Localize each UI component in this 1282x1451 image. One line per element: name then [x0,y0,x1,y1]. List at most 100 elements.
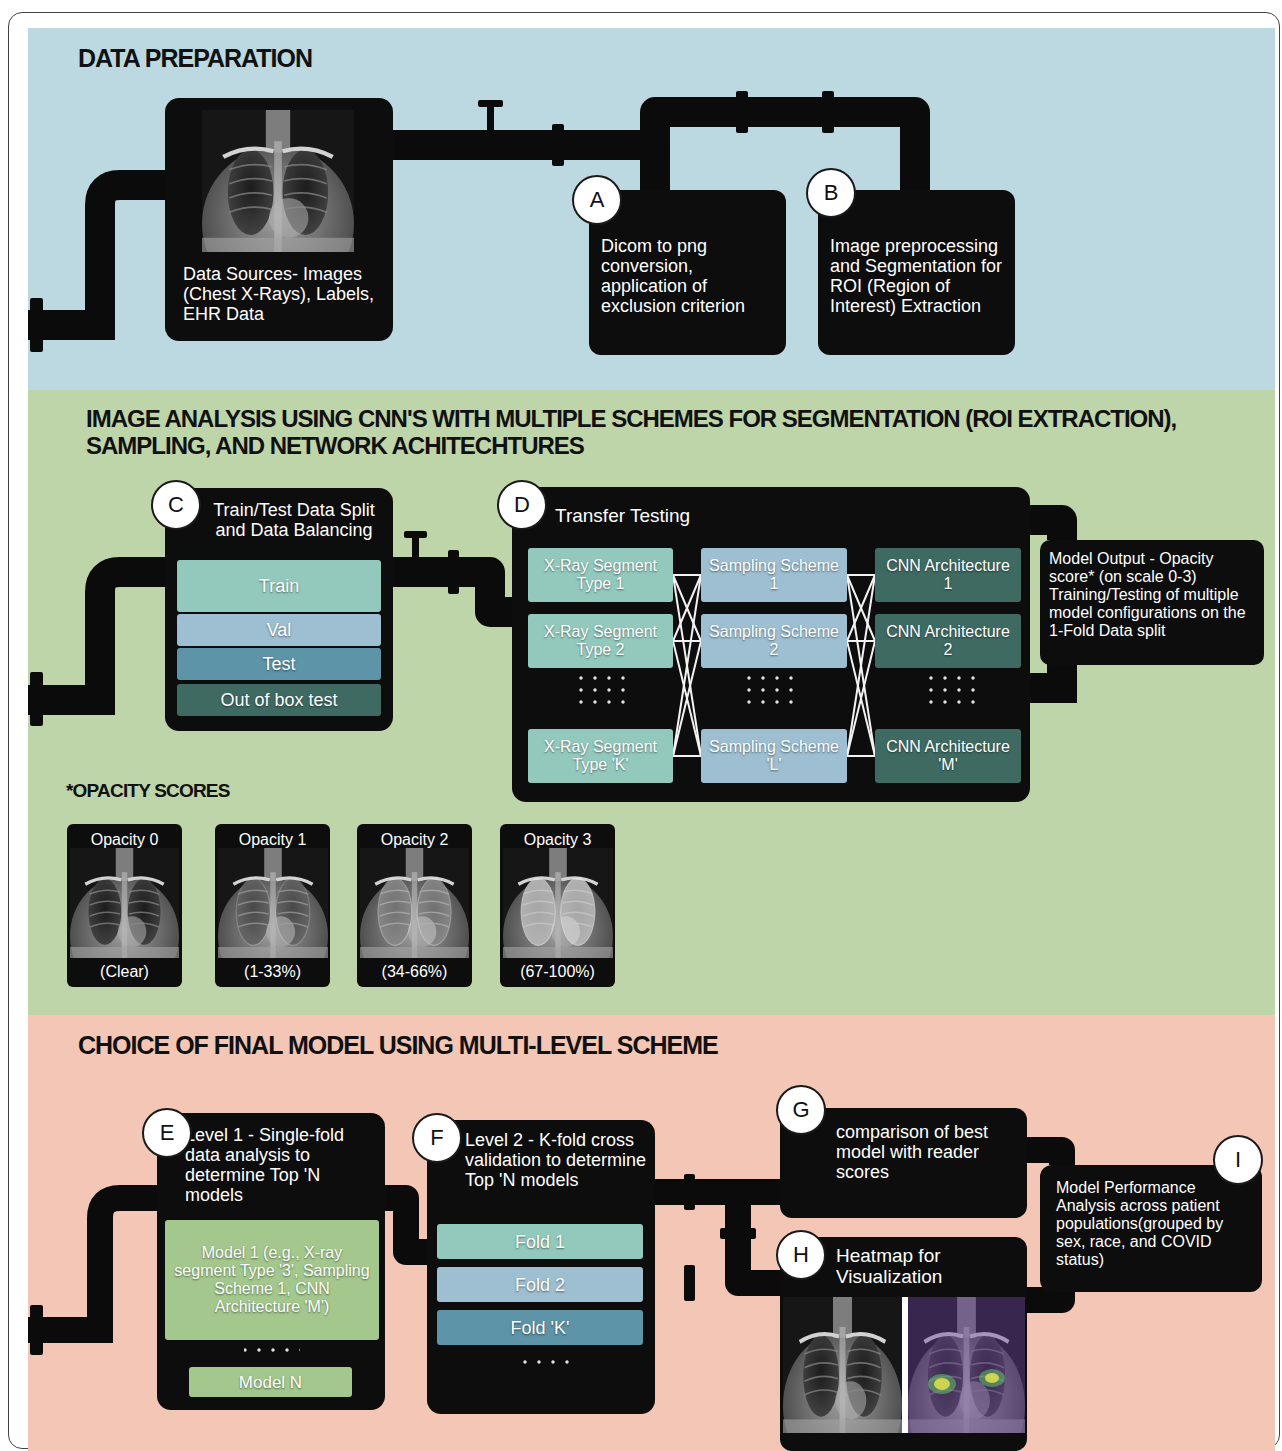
node-text: comparison of best model with reader sco… [836,1122,1018,1182]
node-text: (Clear) [69,963,180,981]
step-letter: C [153,493,199,518]
node-text: Sampling Scheme 2 [707,623,841,659]
pipe-work-part [1029,664,1062,688]
pipe-work-part [552,124,564,166]
pipe-work-part [412,537,419,560]
node-text: X-Ray Segment Type 2 [534,623,667,659]
option-tile: X-Ray Segment Type 1 [528,548,673,602]
option-tile: Sampling Scheme 2 [701,614,847,668]
node-text: X-Ray Segment Type 'K' [534,738,667,774]
node-text: Model 1 (e.g., X-ray segment Type '3', S… [171,1244,373,1316]
step-circle: A [572,175,622,225]
chest-xray [357,824,472,987]
heatmap-images-part [934,1378,950,1390]
process-box: Model Output - Opacity score* (on scale … [1040,540,1264,665]
heatmap-images-part [908,1297,1025,1451]
step-letter: D [499,493,545,518]
option-tile: X-Ray Segment Type 2 [528,614,673,668]
node-text: Data Sources- Images (Chest X-Rays), Lab… [183,264,379,324]
node-text: Fold 1 [443,1232,637,1252]
process-box: Level 1 - Single-fold data analysis to d… [157,1113,385,1410]
node-text: Opacity 2 [359,831,470,849]
step-circle: I [1213,1135,1263,1185]
option-tile: Test [177,648,381,680]
pipe-connector [655,1179,780,1205]
option-tile: Model N [189,1367,352,1397]
process-box: Dicom to png conversion, application of … [589,190,786,355]
node-text: Train [183,576,375,596]
link-line [673,575,701,756]
node-text: (1-33%) [217,963,328,981]
node-text: Heatmap for Visualization [836,1245,1018,1288]
node-text: Sampling Scheme 'L' [707,738,841,774]
option-tile: CNN Architecture 1 [875,548,1021,602]
step-letter: I [1215,1148,1261,1173]
ellipsis-dots-part [514,1358,570,1370]
pipe-connector [655,1192,780,1283]
step-letter: G [778,1098,824,1123]
option-tile: Train [177,560,381,612]
node-text: Opacity 3 [502,831,613,849]
node-text: CNN Architecture 1 [881,557,1015,593]
ellipsis-dots-part [244,1346,300,1358]
node-text: Out of box test [183,690,375,710]
process-box: Transfer TestingX-Ray Segment Type 1X-Ra… [512,487,1030,802]
ellipsis-dots-part [920,676,976,712]
opacity-card: Opacity 3(67-100%) [500,824,615,987]
heatmap-images-part [979,1369,1005,1387]
section-band: IMAGE ANALYSIS USING CNN'S WITH MULTIPLE… [28,390,1275,1015]
step-letter: H [778,1243,824,1268]
chest-xray-part [377,878,451,946]
pipe-work-part [487,107,494,132]
node-text: Model N [195,1373,346,1392]
node-text: Model Output - Opacity score* (on scale … [1049,550,1257,640]
node-text: Test [183,654,375,674]
link-line [673,575,701,756]
option-tile: Fold 'K' [437,1310,643,1345]
option-tile: Model 1 (e.g., X-ray segment Type '3', S… [165,1220,379,1340]
section-band: CHOICE OF FINAL MODEL USING MULTI-LEVEL … [28,1015,1275,1451]
node-text: Opacity 1 [217,831,328,849]
link-line [847,575,875,756]
link-line [673,641,701,756]
node-text: CNN Architecture 2 [881,623,1015,659]
option-tile: Fold 1 [437,1224,643,1259]
pipe-work-part [28,1198,158,1330]
step-circle: F [412,1113,462,1163]
link-line [673,574,701,576]
option-tile: X-Ray Segment Type 'K' [528,729,673,783]
chest-xray-part [521,878,596,946]
step-circle: G [776,1085,826,1135]
node-text: (34-66%) [359,963,470,981]
link-line [673,575,701,641]
step-letter: A [574,188,620,213]
heatmap-images-part [928,1374,956,1394]
process-box: Image preprocessing and Segmentation for… [818,190,1015,355]
chest-xray-part [503,848,613,987]
node-text: Level 1 - Single-fold data analysis to d… [185,1125,377,1206]
link-line [847,575,875,641]
process-box: Data Sources- Images (Chest X-Rays), Lab… [165,98,393,341]
pipe-work-part [404,531,427,538]
link-line [673,640,701,642]
heatmap-images-part [902,1297,908,1433]
chest-xray [500,824,615,987]
pipe-work-part [448,550,459,594]
pipe-connector [1027,1292,1062,1300]
step-letter: F [414,1126,460,1151]
process-box: Model Performance Analysis across patien… [1040,1165,1262,1292]
pipe-work-part [684,1265,695,1301]
pipe-work-part [30,298,43,352]
ellipsis-dots-part [746,676,802,712]
node-text: Level 2 - K-fold cross validation to det… [465,1130,651,1190]
link-line [673,755,701,757]
node-text: Val [183,620,375,640]
pipe-work-part [30,672,43,726]
node-text: Sampling Scheme 1 [707,557,841,593]
node-text: Opacity 0 [69,831,180,849]
option-tile: Sampling Scheme 'L' [701,729,847,783]
link-line [847,640,875,642]
step-circle: C [151,480,201,530]
